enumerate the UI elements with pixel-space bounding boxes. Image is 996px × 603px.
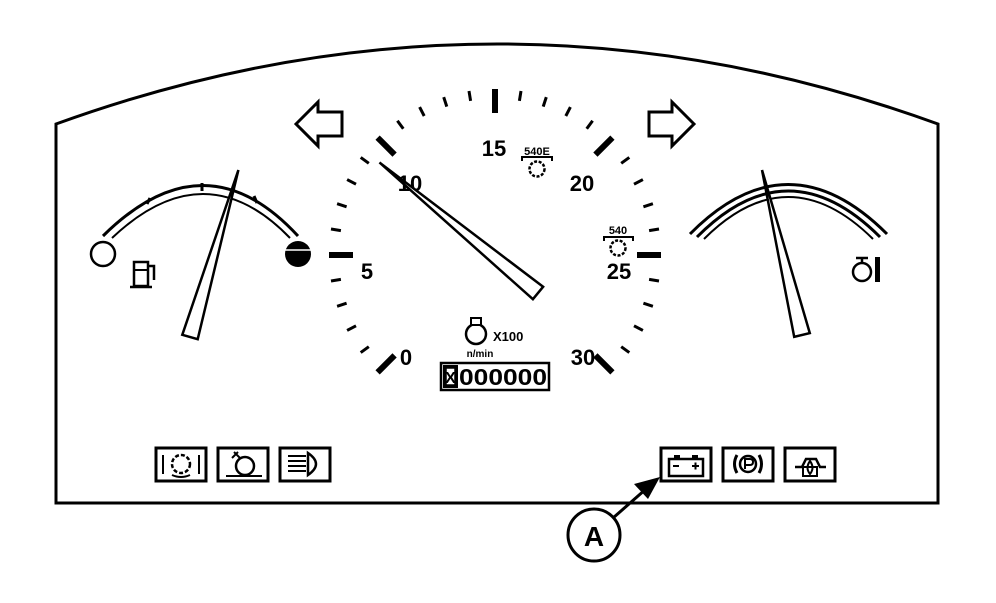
pto-shaft-icon [528,160,546,178]
hour-meter-digits: 000000 [459,364,547,390]
fuel-gauge [89,169,311,341]
tacho-minor-tick [359,156,370,165]
tachometer: 0 5 10 15 20 25 30 540E 540 X100 n/min [329,89,661,392]
fuel-full-icon [285,241,311,267]
tacho-major-tick [375,135,397,157]
temp-gauge-arc-middle [695,189,882,239]
engine-oil-pressure-icon [795,457,826,477]
tacho-minor-tick [330,277,342,283]
tacho-major-tick [593,135,615,157]
tacho-label-30: 30 [571,345,595,370]
pto-540e-marker: 540E [521,146,553,178]
tacho-minor-tick [336,301,348,308]
tacho-minor-tick [336,202,348,209]
headlight-icon [288,450,318,478]
fuel-empty-icon [89,240,117,268]
tacho-minor-tick [418,106,426,117]
temperature-gauge-needle [760,169,812,339]
tacho-minor-tick [541,96,548,108]
pto-shaft-icon [609,239,627,257]
tacho-label-15: 15 [482,136,506,161]
tacho-label-25: 25 [607,259,631,284]
tacho-minor-tick [564,106,572,117]
callout-a: A [566,477,660,563]
callout-arrowhead [634,477,660,499]
indicator-lamp-pto [154,446,208,483]
tacho-major-tick [375,353,397,375]
tacho-major-tick [593,353,615,375]
tacho-minor-tick [642,301,654,308]
tacho-label-0: 0 [400,345,412,370]
panel-outline [54,42,940,505]
hour-meter: X 000000 [439,361,551,392]
tacho-minor-tick [633,178,644,186]
tacho-minor-tick [346,178,357,186]
tacho-label-20: 20 [570,171,594,196]
pto-540-marker: 540 [603,225,634,257]
temp-gauge-arc-outer [688,183,889,236]
pto-540e-label: 540E [524,146,550,158]
battery-icon [667,455,705,478]
pto-rotation-icon [170,453,192,475]
turn-right-arrow-icon [647,98,697,150]
tacho-minor-tick [620,156,631,165]
callout-circle [566,507,622,563]
tacho-unit: n/min [467,349,494,360]
indicator-lamp-battery [659,446,713,483]
tacho-minor-tick [517,90,523,102]
tacho-minor-tick [633,324,644,332]
tacho-minor-tick [620,345,631,354]
tachometer-ticks [329,89,661,375]
coolant-temperature-icon [851,256,880,283]
tacho-minor-tick [396,119,405,130]
fuel-gauge-arc-inner [111,193,291,239]
tacho-minor-tick [467,90,473,102]
fuel-gauge-needle [180,169,240,341]
tacho-minor-tick [346,324,357,332]
parking-brake-icon [733,454,763,474]
fuel-pump-icon [130,260,156,289]
tacho-minor-tick [585,119,594,130]
tacho-minor-tick [359,345,370,354]
hour-meter-cursor: X [445,370,456,387]
temp-gauge-arc-inner [703,196,874,240]
turn-left-arrow-icon [293,98,344,150]
tacho-minor-tick [642,202,654,209]
tacho-minor-tick [330,227,342,233]
indicator-lamp-engine-preheat [216,446,270,483]
tacho-minor-tick [648,227,660,233]
callout-leader-line [612,487,647,520]
tachometer-needle [378,161,545,301]
engine-preheat-icon [234,455,256,477]
temperature-gauge [688,169,889,339]
indicator-lamp-headlight [278,446,332,483]
callout-label: A [584,521,604,552]
engine-speed-icon [464,317,488,346]
indicator-lamp-parking-brake [721,446,775,483]
tacho-label-5: 5 [361,259,373,284]
tacho-minor-tick [442,96,449,108]
tacho-multiplier: X100 [493,329,523,344]
tacho-minor-tick [648,277,660,283]
indicator-lamp-engine-oil [783,446,837,483]
pto-540-label: 540 [609,225,627,237]
